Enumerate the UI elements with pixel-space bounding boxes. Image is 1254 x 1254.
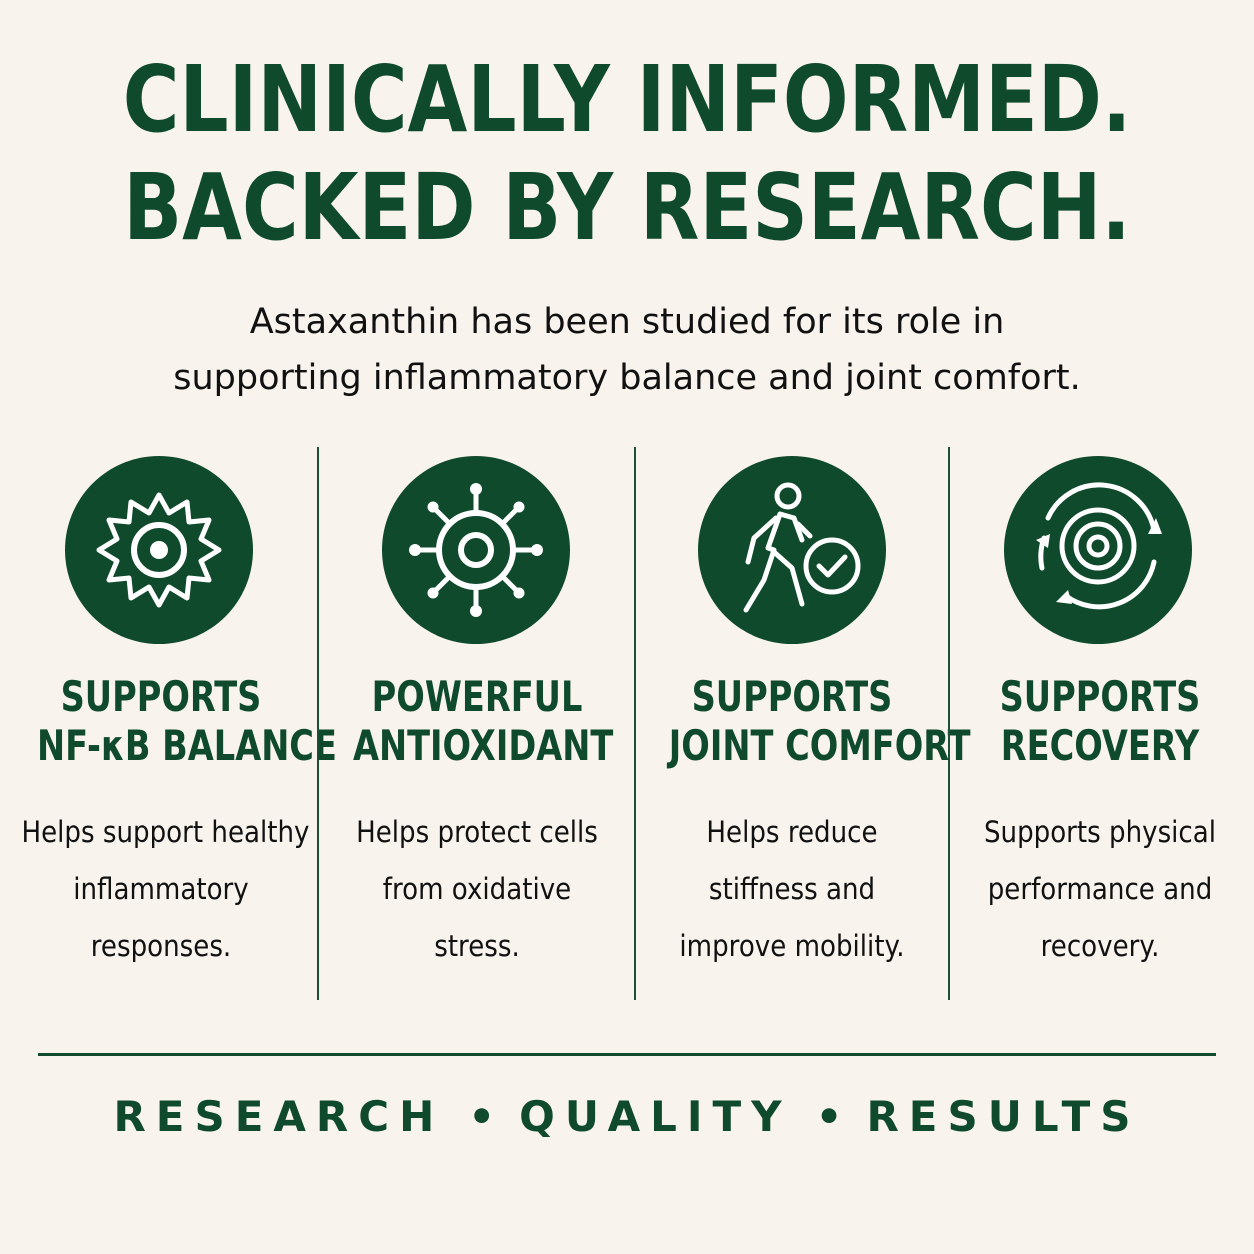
footer-word-results: RESULTS bbox=[866, 1092, 1141, 1141]
benefit-description-line-2: inflammatory bbox=[73, 872, 249, 906]
benefit-title: SUPPORTS NF-κB BALANCE bbox=[37, 672, 337, 770]
benefit-description-line-3: stress. bbox=[434, 929, 520, 963]
benefit-title: POWERFUL ANTIOXIDANT bbox=[353, 672, 614, 770]
target-recovery-icon bbox=[1036, 482, 1162, 610]
benefit-title-line-1: SUPPORTS bbox=[60, 672, 262, 721]
subheadline-line-1: Astaxanthin has been studied for its rol… bbox=[249, 302, 1005, 342]
benefit-column-recovery: SUPPORTS RECOVERY Supports physical perf… bbox=[952, 440, 1248, 1000]
footer-separator: • bbox=[468, 1092, 496, 1141]
column-divider bbox=[634, 447, 636, 1000]
walking-person-check-icon bbox=[743, 482, 861, 613]
footer-tagline: RESEARCH • QUALITY • RESULTS bbox=[0, 1088, 1254, 1146]
headline-line-2: BACKED BY RESEARCH. bbox=[123, 154, 1131, 261]
benefit-description-line-3: improve mobility. bbox=[679, 929, 905, 963]
joint-comfort-icon-badge bbox=[698, 456, 886, 644]
footer-word-quality: QUALITY bbox=[519, 1092, 792, 1141]
benefit-description-line-3: recovery. bbox=[1040, 929, 1160, 963]
cell-icon bbox=[96, 492, 222, 608]
benefit-column-nfkb: SUPPORTS NF-κB BALANCE Helps support hea… bbox=[6, 440, 337, 1000]
benefit-description: Helps protect cells from oxidative stres… bbox=[338, 804, 617, 975]
footer-separator: • bbox=[815, 1092, 843, 1141]
benefit-title-line-2: ANTIOXIDANT bbox=[353, 721, 614, 770]
subheadline-line-2: supporting inflammatory balance and join… bbox=[173, 358, 1081, 398]
antioxidant-icon-badge bbox=[382, 456, 570, 644]
subheadline: Astaxanthin has been studied for its rol… bbox=[0, 294, 1254, 406]
benefit-description-line-1: Helps reduce bbox=[706, 815, 878, 849]
benefit-description: Supports physical performance and recove… bbox=[967, 804, 1233, 975]
headline: CLINICALLY INFORMED. BACKED BY RESEARCH. bbox=[100, 46, 1153, 262]
column-divider bbox=[948, 447, 950, 1000]
benefit-title: SUPPORTS RECOVERY bbox=[982, 672, 1219, 770]
benefit-description-line-3: responses. bbox=[90, 929, 232, 963]
benefit-description-line-1: Supports physical bbox=[983, 815, 1217, 849]
benefit-description: Helps support healthy inflammatory respo… bbox=[21, 804, 310, 975]
benefit-title-line-2: RECOVERY bbox=[1000, 721, 1200, 770]
benefit-title: SUPPORTS JOINT COMFORT bbox=[668, 672, 971, 770]
benefit-description-line-1: Helps support healthy bbox=[21, 815, 310, 849]
antioxidant-molecule-icon bbox=[409, 483, 543, 617]
recovery-icon-badge bbox=[1004, 456, 1192, 644]
benefit-column-antioxidant: POWERFUL ANTIOXIDANT Helps protect cells… bbox=[322, 440, 632, 1000]
benefit-title-line-2: NF-κB BALANCE bbox=[37, 721, 337, 770]
benefit-description-line-2: performance and bbox=[987, 872, 1213, 906]
footer-word-research: RESEARCH bbox=[113, 1092, 445, 1141]
footer-divider bbox=[38, 1053, 1216, 1056]
cell-icon-badge bbox=[65, 456, 253, 644]
headline-line-1: CLINICALLY INFORMED. bbox=[122, 46, 1132, 153]
benefit-title-line-1: SUPPORTS bbox=[999, 672, 1201, 721]
benefit-description-line-1: Helps protect cells bbox=[356, 815, 598, 849]
benefit-description-line-2: stiffness and bbox=[708, 872, 876, 906]
column-divider bbox=[317, 447, 319, 1000]
benefit-title-line-1: SUPPORTS bbox=[691, 672, 893, 721]
benefit-title-line-2: JOINT COMFORT bbox=[668, 721, 971, 770]
benefit-description: Helps reduce stiffness and improve mobil… bbox=[653, 804, 930, 975]
benefit-column-joint-comfort: SUPPORTS JOINT COMFORT Helps reduce stif… bbox=[638, 440, 971, 1000]
benefit-title-line-1: POWERFUL bbox=[371, 672, 583, 721]
benefit-description-line-2: from oxidative bbox=[382, 872, 572, 906]
